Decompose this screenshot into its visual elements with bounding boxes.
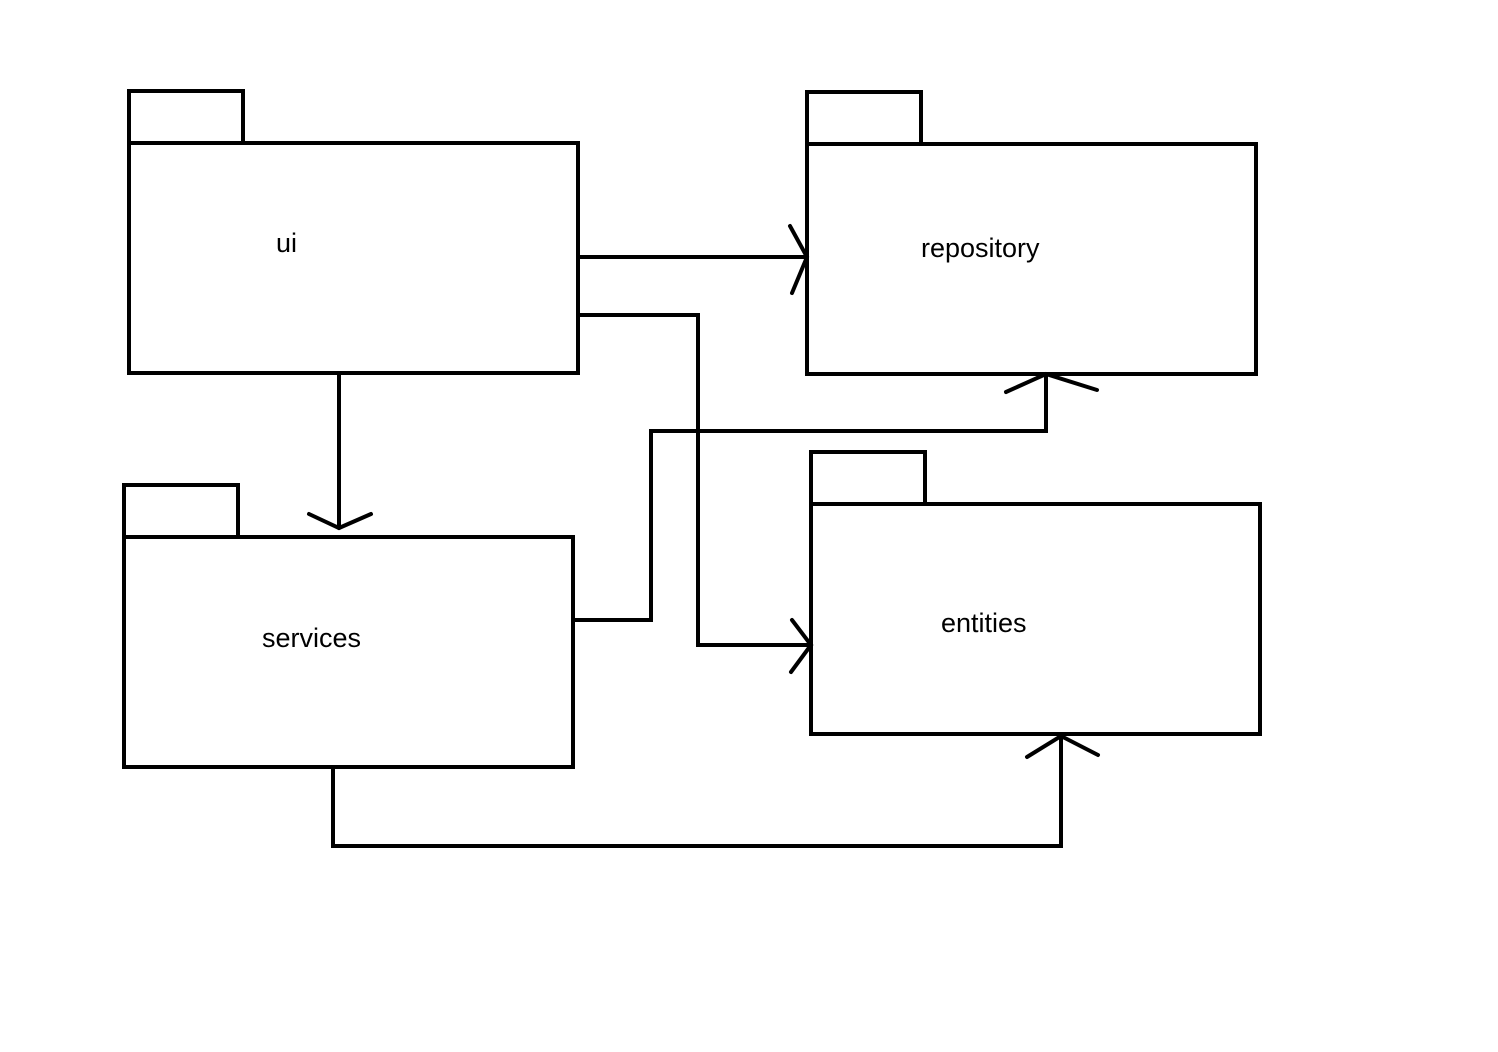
package-ui-body [127,141,580,375]
package-ui-tab [127,89,245,145]
dependency-ui-entities [578,313,814,674]
dependency-services-entities-arrowhead [1025,733,1100,759]
package-ui [127,89,580,375]
dependency-services-repository-arrowhead [1004,371,1099,394]
package-services-tab [122,483,240,539]
package-entities-tab [809,450,927,506]
dependency-services-repository [573,371,1099,622]
dependency-ui-services-arrowhead [307,512,373,531]
package-repository-tab [805,90,923,146]
package-entities-body [809,502,1262,736]
dependency-services-repository-line [573,372,1048,622]
dependency-ui-repository [578,224,810,295]
dependency-services-entities [331,733,1100,848]
dependency-ui-repository-arrowhead [788,224,810,295]
package-services [122,483,575,769]
package-entities-label: entities [941,608,1027,638]
package-entities [809,450,1262,736]
dependency-services-entities-line [331,734,1063,848]
dependency-ui-entities-arrowhead [789,618,814,674]
dependency-ui-services [307,373,373,531]
dependency-ui-entities-line [578,313,813,647]
package-services-body [122,535,575,769]
package-services-label: services [262,623,362,653]
package-ui-label: ui [276,228,298,258]
package-repository-label: repository [921,233,1040,263]
